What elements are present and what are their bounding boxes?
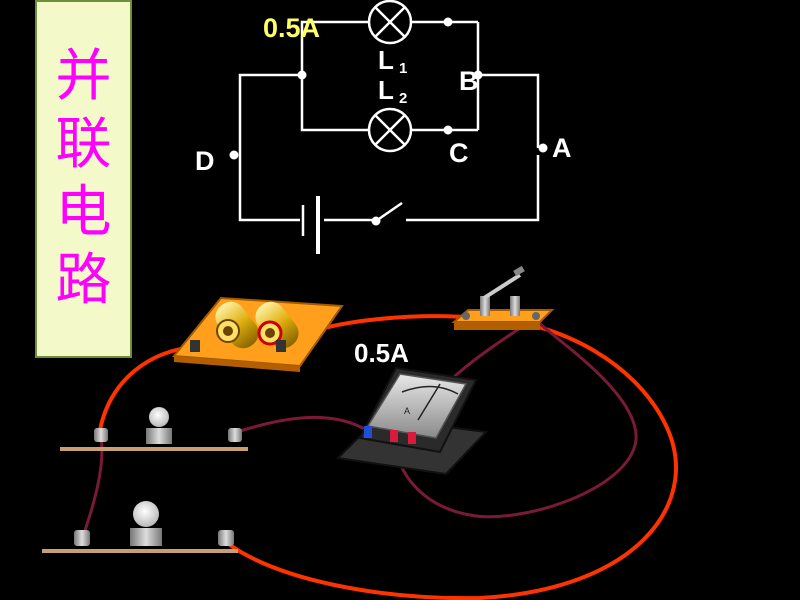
node-top-right (443, 17, 453, 27)
wire-branch-bottom (300, 75, 368, 132)
node-a-label: A (552, 133, 572, 163)
node-d-label: D (195, 146, 215, 176)
battery-holder (172, 296, 344, 372)
title-char-2: 联 (55, 112, 112, 177)
node-c-label: C (449, 138, 469, 168)
wire-dark-top-lamp (233, 415, 369, 435)
knife-switch (451, 265, 555, 330)
wire-red-loop (228, 314, 678, 600)
title-panel: 并 联 电 路 (35, 0, 132, 358)
wire-left-bottom (238, 155, 300, 222)
switch-symbol (375, 201, 403, 223)
battery-symbol (301, 196, 320, 254)
node-junction-left (297, 70, 307, 80)
wire-right-top (478, 73, 540, 148)
lamp1-label: L (378, 45, 394, 75)
node-b-label: B (459, 66, 479, 96)
title-char-4: 路 (55, 248, 112, 313)
wire-right-bottom (406, 155, 540, 222)
lamp-lower (42, 501, 238, 553)
wire-dark-left (81, 436, 104, 538)
ammeter: A (335, 366, 489, 476)
node-c-dot (443, 125, 453, 135)
lamp-l2-symbol (367, 107, 413, 153)
schematic-nodes (229, 17, 548, 226)
title-char-3: 电 (55, 180, 112, 245)
lamp-upper (60, 407, 248, 451)
title-char-1: 并 (55, 44, 112, 109)
node-switch-pivot (371, 216, 381, 226)
node-a-dot (538, 143, 548, 153)
lamp2-subscript: 2 (399, 90, 407, 107)
current-label: 0.5A (263, 13, 320, 43)
ammeter-reading: 0.5A (354, 338, 409, 368)
svg-text:A: A (404, 406, 410, 416)
wire-branch-top (300, 20, 368, 75)
lamp-l1-symbol (367, 0, 413, 45)
lamp2-label: L (378, 75, 394, 105)
node-d-dot (229, 150, 239, 160)
wire-dark-meter-switch (392, 315, 638, 519)
node-junction-right (473, 70, 483, 80)
wire-left-top (238, 73, 302, 155)
lamp1-subscript: 1 (399, 60, 407, 77)
